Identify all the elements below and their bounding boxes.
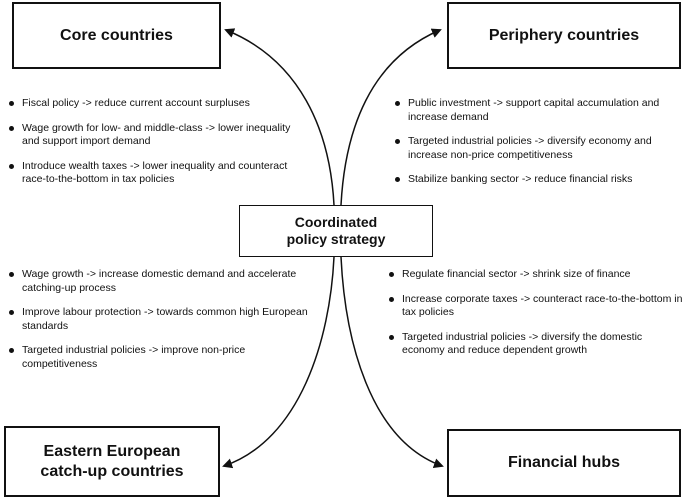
list-item: Targeted industrial policies -> diversif… — [394, 135, 684, 162]
core-policy-list: Fiscal policy -> reduce current account … — [8, 97, 308, 198]
arrow-to-hubs — [340, 256, 444, 468]
financial-hubs-title: Financial hubs — [507, 454, 620, 471]
arrow-to-periphery — [340, 28, 442, 206]
list-item: Wage growth -> increase domestic demand … — [8, 268, 308, 295]
list-item: Targeted industrial policies -> diversif… — [388, 331, 684, 358]
core-countries-box: Core countries — [12, 2, 221, 69]
center-title-line-1: Coordinated — [294, 213, 378, 230]
list-item: Improve labour protection -> towards com… — [8, 306, 308, 333]
arrow-to-core — [224, 28, 335, 206]
eastern-european-box: Eastern European catch-up countries — [4, 426, 220, 497]
arrow-to-eastern — [222, 256, 335, 469]
financial-hubs-policy-list: Regulate financial sector -> shrink size… — [388, 268, 684, 369]
list-item: Regulate financial sector -> shrink size… — [388, 268, 684, 282]
list-item: Targeted industrial policies -> improve … — [8, 344, 308, 371]
core-countries-title: Core countries — [60, 26, 173, 44]
financial-hubs-box: Financial hubs — [447, 429, 681, 497]
coordinated-strategy-title: Coordinated policy strategy — [287, 214, 386, 249]
list-item: Stabilize banking sector -> reduce finan… — [394, 173, 684, 187]
list-item: Public investment -> support capital acc… — [394, 97, 684, 124]
eastern-title-line-2: catch-up countries — [40, 462, 184, 480]
list-item: Wage growth for low- and middle-class ->… — [8, 122, 308, 149]
list-item: Increase corporate taxes -> counteract r… — [388, 293, 684, 320]
eastern-european-title: Eastern European catch-up countries — [40, 442, 183, 482]
eastern-title-line-1: Eastern European — [43, 442, 181, 460]
periphery-countries-box: Periphery countries — [447, 2, 681, 69]
eastern-policy-list: Wage growth -> increase domestic demand … — [8, 268, 308, 382]
periphery-policy-list: Public investment -> support capital acc… — [394, 97, 684, 198]
list-item: Introduce wealth taxes -> lower inequali… — [8, 160, 308, 187]
periphery-countries-title: Periphery countries — [488, 26, 640, 44]
coordinated-strategy-box: Coordinated policy strategy — [239, 205, 433, 257]
list-item: Fiscal policy -> reduce current account … — [8, 97, 308, 111]
center-title-line-2: policy strategy — [286, 231, 386, 247]
